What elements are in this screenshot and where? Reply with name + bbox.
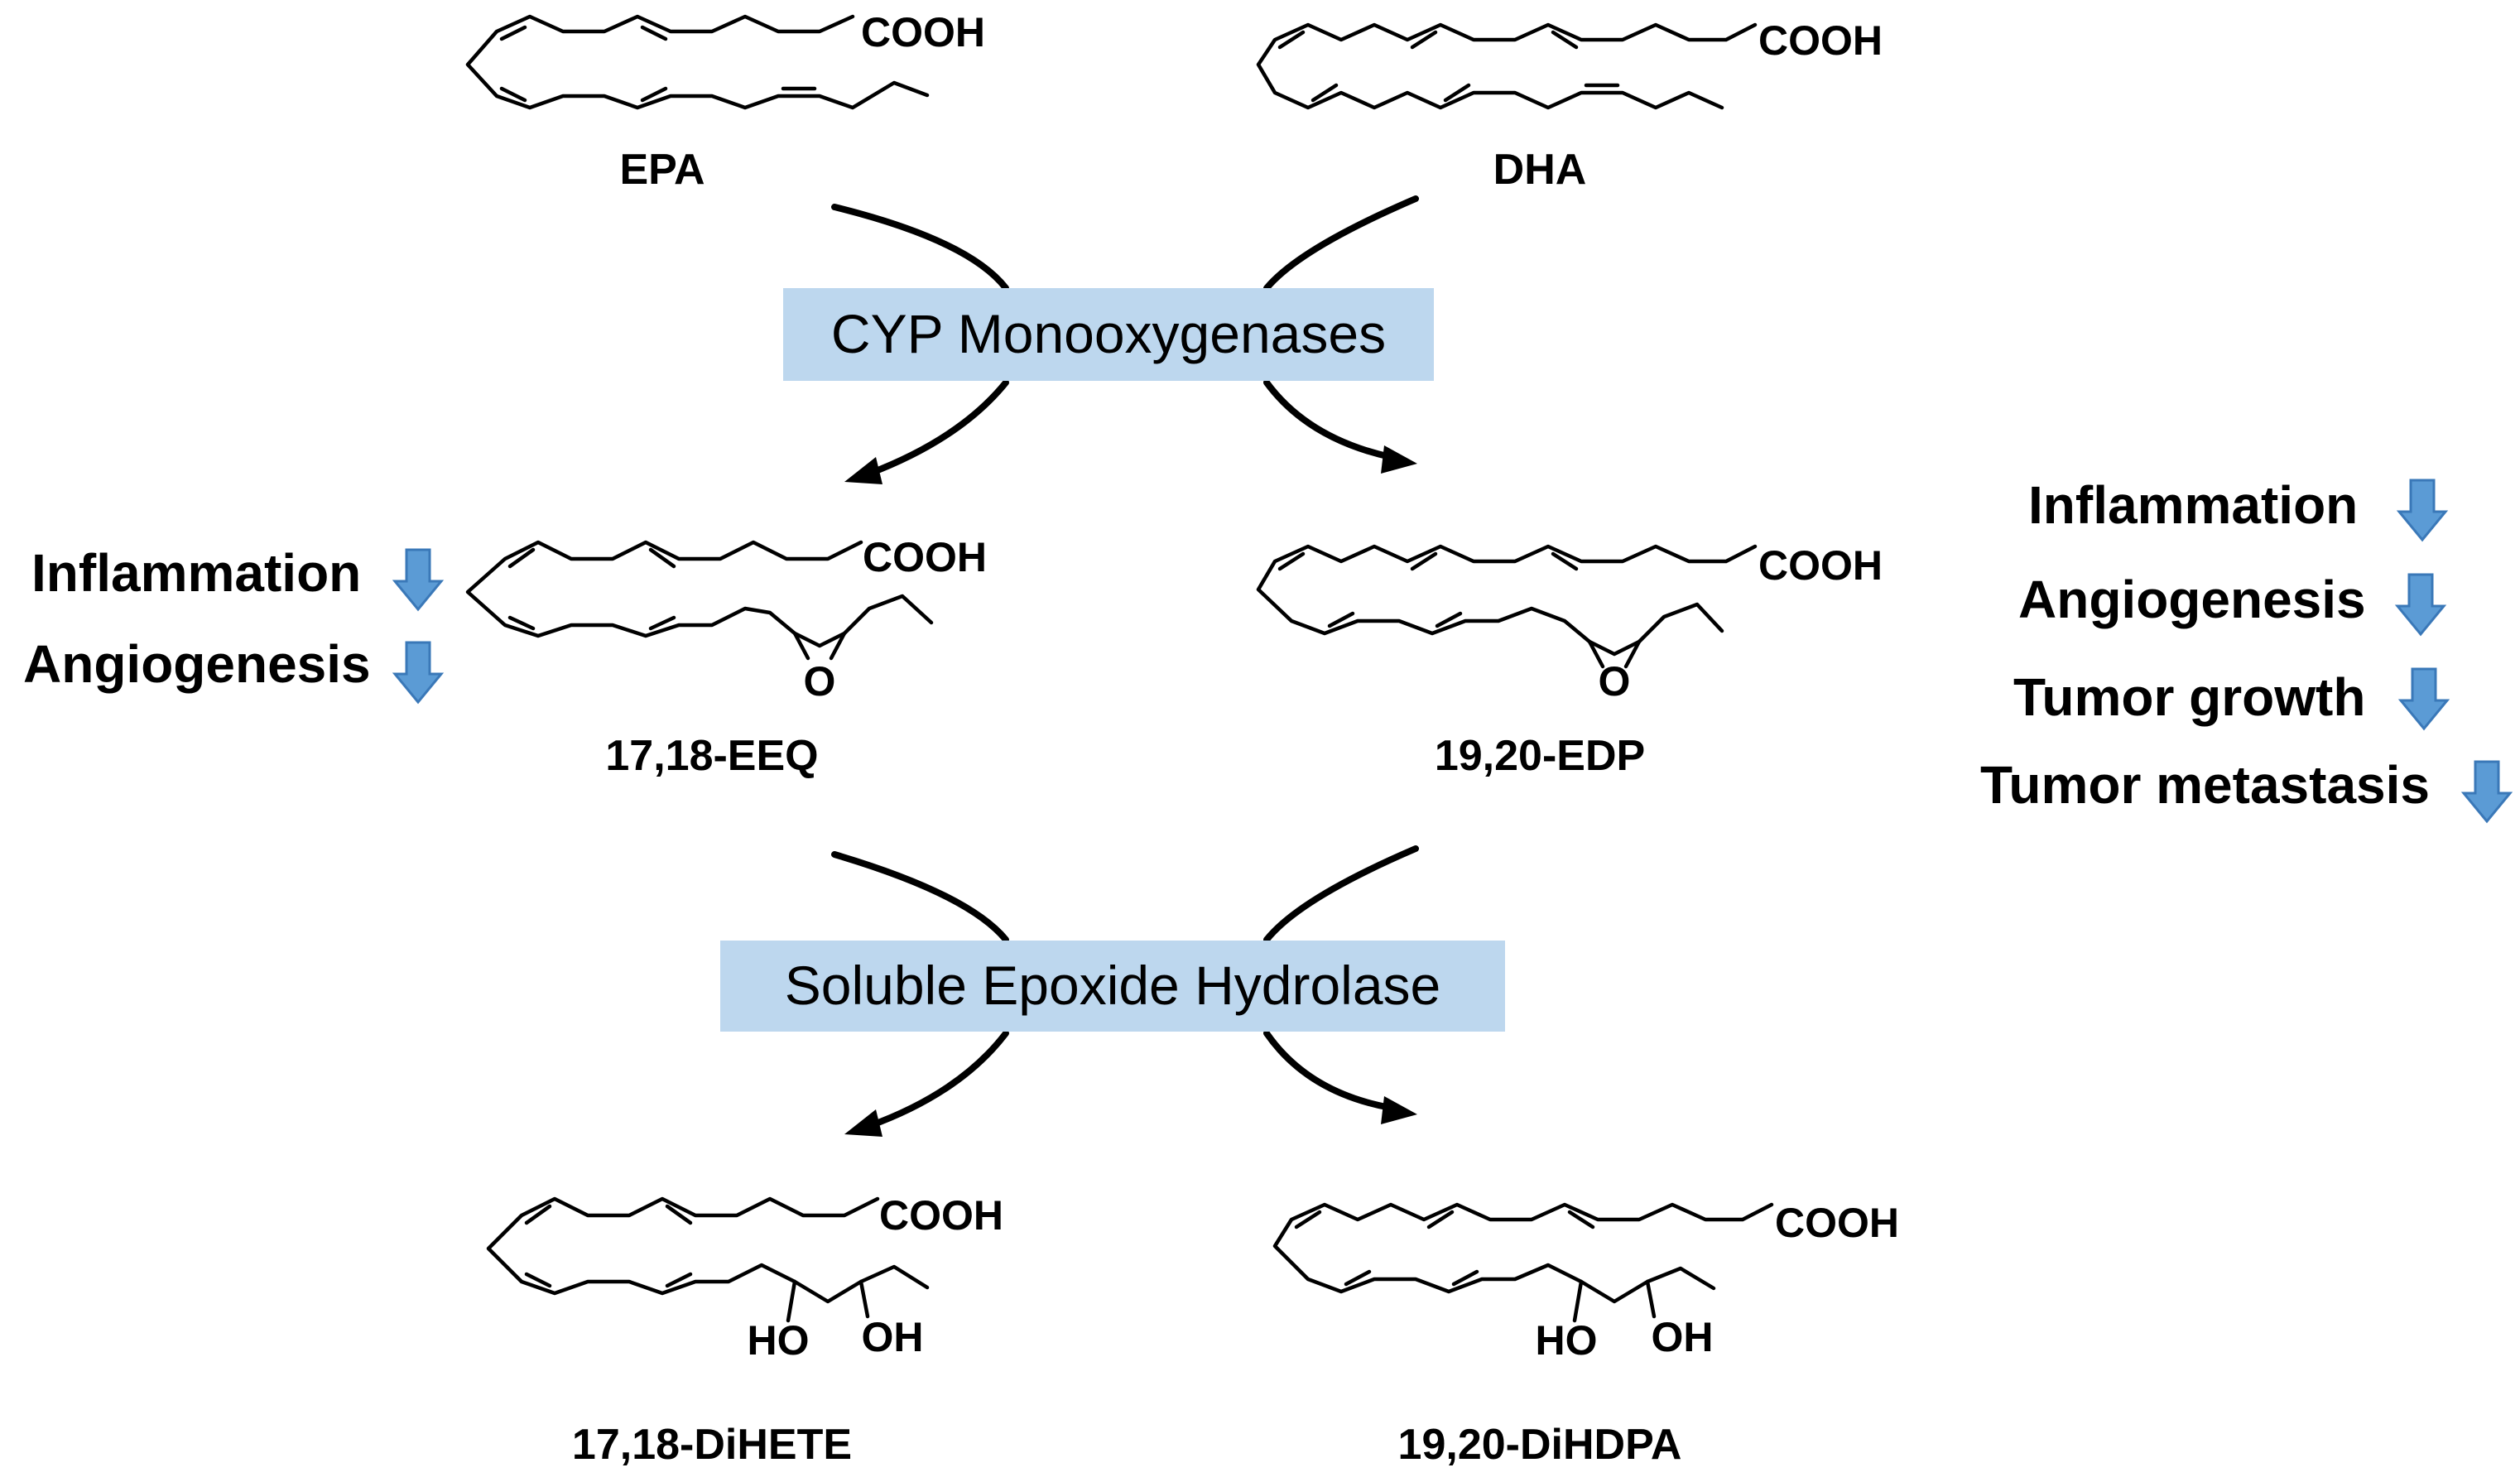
cyp-to-edp-curve: [1263, 379, 1394, 460]
cyp-to-eeq-curve: [866, 379, 1009, 477]
epa-cooh-label: COOH: [861, 9, 985, 55]
dihete-cooh-label: COOH: [879, 1192, 1003, 1239]
eeq-label: 17,18-EEQ: [605, 732, 818, 780]
down-arrow-icon: [393, 548, 443, 611]
seh-enzyme-label: Soluble Epoxide Hydrolase: [785, 955, 1440, 1016]
epa-label: EPA: [619, 146, 705, 194]
seh-to-dihete-curve: [866, 1030, 1009, 1129]
dihdpa-oh-label: OH: [1652, 1314, 1714, 1360]
down-arrow-icon: [2399, 667, 2449, 730]
down-arrow-icon: [2396, 573, 2445, 636]
seh-enzyme-box: [720, 941, 1505, 1032]
arrowhead-icon: [844, 457, 882, 484]
dha-structure: COOH DHA: [1256, 17, 1883, 194]
dihdpa-ho-label: HO: [1536, 1317, 1598, 1364]
eeq-structure: COOH O 17,18-EEQ: [465, 534, 987, 780]
dihete-label: 17,18-DiHETE: [572, 1421, 852, 1469]
dha-to-cyp-curve: [1263, 195, 1419, 291]
eeq-to-seh-curve: [831, 851, 1009, 943]
dihdpa-structure: COOH HO OH 19,20-DiHDPA: [1272, 1200, 1899, 1469]
dha-cooh-label: COOH: [1758, 17, 1883, 64]
cyp-enzyme-box: [783, 288, 1434, 381]
dihete-ho-label: HO: [748, 1317, 810, 1364]
epa-to-cyp-curve: [831, 204, 1009, 291]
dihdpa-cooh-label: COOH: [1775, 1200, 1899, 1246]
edp-structure: COOH O 19,20-EDP: [1256, 542, 1883, 780]
epa-structure: COOH EPA: [465, 9, 985, 194]
dihete-structure: COOH HO OH 17,18-DiHETE: [486, 1192, 1003, 1469]
edp-cooh-label: COOH: [1758, 542, 1883, 589]
eeq-cooh-label: COOH: [863, 534, 987, 580]
down-arrow-icon: [393, 641, 443, 704]
dihdpa-label: 19,20-DiHDPA: [1398, 1421, 1682, 1469]
down-arrow-icon: [2462, 760, 2512, 823]
arrowhead-icon: [1381, 445, 1417, 474]
effect-left-inflammation: Inflammation: [31, 543, 361, 603]
edp-epoxide-o: O: [1599, 658, 1631, 705]
seh-reaction: Soluble Epoxide Hydrolase: [720, 845, 1505, 1137]
effects-left: Inflammation Angiogenesis: [23, 543, 443, 704]
dihete-oh-label: OH: [862, 1314, 924, 1360]
dha-label: DHA: [1493, 146, 1587, 194]
effect-right-tumor-growth: Tumor growth: [2013, 667, 2365, 727]
seh-to-dihdpa-curve: [1263, 1030, 1394, 1111]
effect-left-angiogenesis: Angiogenesis: [23, 634, 371, 694]
eeq-epoxide-o: O: [804, 658, 836, 705]
down-arrow-icon: [2397, 479, 2447, 541]
cyp-reaction: CYP Monooxygenases: [783, 195, 1434, 484]
edp-label: 19,20-EDP: [1435, 732, 1645, 780]
arrowhead-icon: [844, 1109, 882, 1137]
cyp-enzyme-label: CYP Monooxygenases: [831, 303, 1386, 364]
effect-right-angiogenesis: Angiogenesis: [2018, 570, 2366, 629]
edp-to-seh-curve: [1263, 845, 1419, 943]
effects-right: Inflammation Angiogenesis Tumor growth T…: [1980, 475, 2512, 823]
arrowhead-icon: [1381, 1096, 1417, 1124]
effect-right-tumor-metastasis: Tumor metastasis: [1980, 755, 2430, 815]
effect-right-inflammation: Inflammation: [2028, 475, 2358, 535]
